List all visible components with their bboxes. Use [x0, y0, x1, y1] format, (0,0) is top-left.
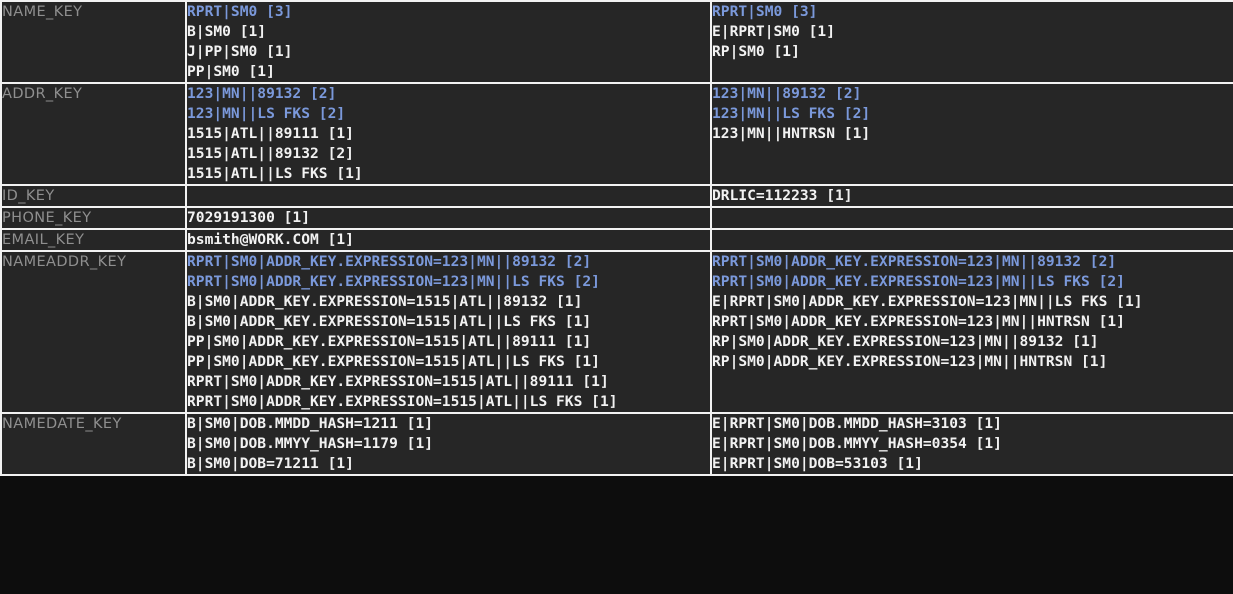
entity-right-cell — [710, 228, 1233, 252]
entity-left-cell: RPRT|SM0|ADDR_KEY.EXPRESSION=123|MN||891… — [185, 250, 711, 414]
key-value-line: 123|MN||89132 [2] — [187, 85, 337, 102]
key-value-line: J|PP|SM0 [1] — [187, 43, 293, 60]
key-value-line: B|SM0|ADDR_KEY.EXPRESSION=1515|ATL||LS F… — [187, 313, 592, 330]
key-value-line: 123|MN||LS FKS [2] — [187, 105, 346, 122]
key-value-line: DRLIC=112233 [1] — [712, 187, 853, 204]
key-value-line: RPRT|SM0|ADDR_KEY.EXPRESSION=123|MN||LS … — [187, 273, 600, 290]
key-value-line: E|RPRT|SM0 [1] — [712, 23, 836, 40]
key-value-line: E|RPRT|SM0|DOB=53103 [1] — [712, 455, 923, 472]
key-value-line: B|SM0|ADDR_KEY.EXPRESSION=1515|ATL||8913… — [187, 293, 583, 310]
key-name-cell: ADDR_KEY — [0, 82, 186, 186]
key-value-line: B|SM0|DOB.MMYY_HASH=1179 [1] — [187, 435, 434, 452]
key-value-line: 1515|ATL||89111 [1] — [187, 125, 354, 142]
key-value-line: B|SM0|DOB.MMDD_HASH=1211 [1] — [187, 415, 434, 432]
key-value-line: 1515|ATL||LS FKS [1] — [187, 165, 363, 182]
key-value-line: RPRT|SM0|ADDR_KEY.EXPRESSION=123|MN||891… — [187, 253, 592, 270]
key-name-cell: EMAIL_KEY — [0, 228, 186, 252]
key-name-cell: ID_KEY — [0, 184, 186, 208]
key-value-empty — [712, 230, 1233, 250]
entity-left-cell: 123|MN||89132 [2] 123|MN||LS FKS [2] 1515|… — [185, 82, 711, 186]
key-value-line: E|RPRT|SM0|DOB.MMDD_HASH=3103 [1] — [712, 415, 1002, 432]
key-value-empty — [187, 186, 710, 206]
key-value-line: PP|SM0|ADDR_KEY.EXPRESSION=1515|ATL||LS … — [187, 353, 600, 370]
key-value-line: RP|SM0 [1] — [712, 43, 800, 60]
entity-left-cell: 7029191300 [1] — [185, 206, 711, 230]
key-value-line: 123|MN||LS FKS [2] — [712, 105, 871, 122]
key-value-line: 123|MN||89132 [2] — [712, 85, 862, 102]
key-value-line: RP|SM0|ADDR_KEY.EXPRESSION=123|MN||89132… — [712, 333, 1099, 350]
key-value-line: PP|SM0|ADDR_KEY.EXPRESSION=1515|ATL||891… — [187, 333, 592, 350]
key-value-line: 123|MN||HNTRSN [1] — [712, 125, 871, 142]
key-value-line: bsmith@WORK.COM [1] — [187, 231, 354, 248]
key-name-cell: PHONE_KEY — [0, 206, 186, 230]
entity-right-cell: RPRT|SM0|ADDR_KEY.EXPRESSION=123|MN||891… — [710, 250, 1233, 414]
table-row: ID_KEY DRLIC=112233 [1] — [0, 184, 1233, 208]
key-value-line: 7029191300 [1] — [187, 209, 311, 226]
key-value-line: RPRT|SM0|ADDR_KEY.EXPRESSION=1515|ATL||L… — [187, 393, 618, 410]
key-value-line: RPRT|SM0|ADDR_KEY.EXPRESSION=123|MN||HNT… — [712, 313, 1125, 330]
key-value-line: RPRT|SM0 [3] — [187, 3, 293, 20]
key-value-empty — [712, 208, 1233, 228]
key-value-line: RPRT|SM0|ADDR_KEY.EXPRESSION=123|MN||891… — [712, 253, 1117, 270]
key-value-line: RPRT|SM0|ADDR_KEY.EXPRESSION=1515|ATL||8… — [187, 373, 609, 390]
key-name-cell: NAME_KEY — [0, 0, 186, 84]
key-value-line: B|SM0|DOB=71211 [1] — [187, 455, 354, 472]
key-name-cell: NAMEADDR_KEY — [0, 250, 186, 414]
entity-right-cell: DRLIC=112233 [1] — [710, 184, 1233, 208]
entity-left-cell: RPRT|SM0 [3] B|SM0 [1] J|PP|SM0 [1] PP|SM0 … — [185, 0, 711, 84]
entity-right-cell: RPRT|SM0 [3] E|RPRT|SM0 [1] RP|SM0 [1] — [710, 0, 1233, 84]
entity-right-cell: 123|MN||89132 [2] 123|MN||LS FKS [2] 123|M… — [710, 82, 1233, 186]
key-value-line: E|RPRT|SM0|DOB.MMYY_HASH=0354 [1] — [712, 435, 1002, 452]
key-value-line: PP|SM0 [1] — [187, 63, 275, 80]
key-value-line: RPRT|SM0|ADDR_KEY.EXPRESSION=123|MN||LS … — [712, 273, 1125, 290]
key-value-line: RPRT|SM0 [3] — [712, 3, 818, 20]
entity-left-cell: bsmith@WORK.COM [1] — [185, 228, 711, 252]
key-value-line: E|RPRT|SM0|ADDR_KEY.EXPRESSION=123|MN||L… — [712, 293, 1143, 310]
key-name-cell: NAMEDATE_KEY — [0, 412, 186, 476]
key-value-line: 1515|ATL||89132 [2] — [187, 145, 354, 162]
key-value-line: B|SM0 [1] — [187, 23, 267, 40]
key-value-line: RP|SM0|ADDR_KEY.EXPRESSION=123|MN||HNTRS… — [712, 353, 1108, 370]
entity-right-cell: E|RPRT|SM0|DOB.MMDD_HASH=3103 [1] E|RPRT|… — [710, 412, 1233, 476]
entity-right-cell — [710, 206, 1233, 230]
entity-left-cell: B|SM0|DOB.MMDD_HASH=1211 [1] B|SM0|DOB.MM… — [185, 412, 711, 476]
entity-left-cell — [185, 184, 711, 208]
